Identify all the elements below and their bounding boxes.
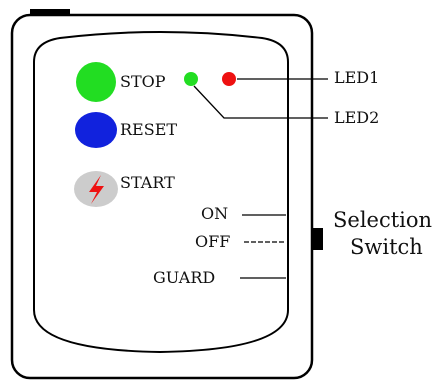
selection-switch-callout-line1: Selection (333, 208, 433, 232)
switch-position-guard: GUARD (153, 268, 216, 287)
stop-button[interactable] (76, 62, 116, 102)
top-clip (30, 9, 70, 17)
selection-switch[interactable] (313, 228, 323, 250)
led2-callout: LED2 (334, 108, 380, 127)
led2-leader-line (193, 85, 328, 119)
selection-switch-callout-line2: Switch (350, 235, 423, 259)
lightning-icon (89, 175, 104, 204)
stop-label: STOP (120, 72, 166, 91)
led2-indicator (184, 72, 198, 86)
switch-position-on: ON (201, 204, 229, 223)
reset-button[interactable] (75, 112, 117, 148)
led1-callout: LED1 (334, 68, 380, 87)
inner-panel (33, 31, 289, 354)
start-label: START (120, 173, 175, 192)
reset-label: RESET (120, 120, 178, 139)
led1-indicator (222, 72, 236, 86)
switch-position-off: OFF (195, 232, 231, 251)
